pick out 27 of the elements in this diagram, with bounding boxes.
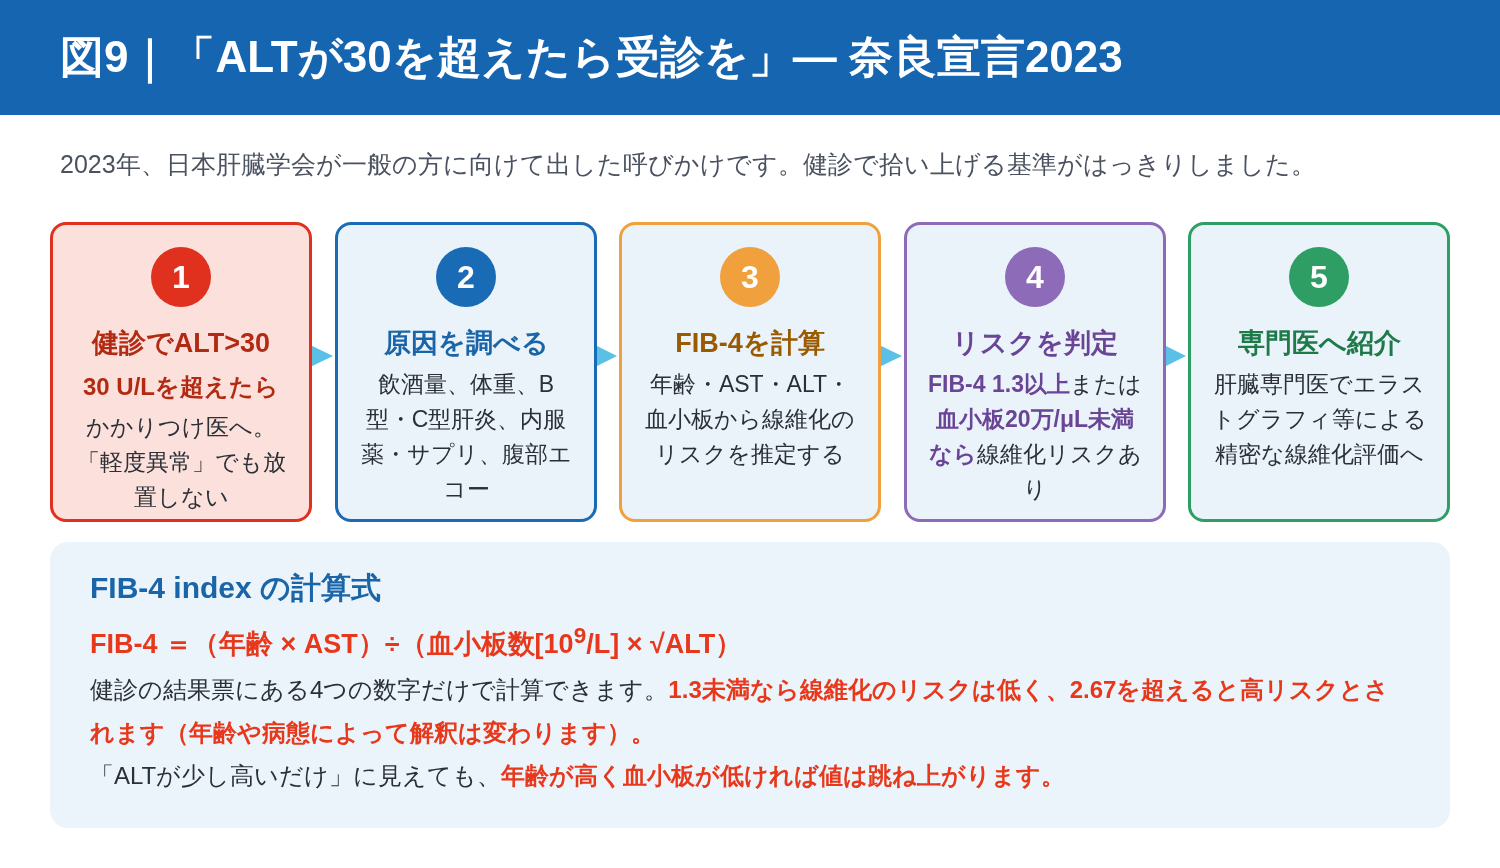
title: 図9｜「ALTが30を超えたら受診を」— 奈良宣言2023 [60,28,1123,87]
step-card [619,222,881,522]
step-title: 原因を調べる [382,327,550,360]
step-card [904,222,1166,522]
step-title: 健診でALT>30 [90,327,272,360]
step-number: 4 [1005,247,1065,307]
panel-title: FIB-4 index の計算式 [90,570,383,606]
explanation-text: 「ALTが少し高いだけ」に見えても、年齢が高く血小板が低ければ値は跳ね上がります。 [90,761,1067,791]
step-title: 専門医へ紹介 [1236,327,1402,360]
step-title: FIB-4を計算 [674,327,826,360]
step-title: リスクを判定 [951,327,1119,360]
step-description: FIB-4 1.3以上または血小板20万/μL未満なら線維化リスクあり [927,370,1143,504]
step-number: 5 [1289,247,1349,307]
explanation-text: 健診の結果票にある4つの数字だけで計算できます。1.3未満なら線維化のリスクは低く、2.67を超えると高リスクとされます（年齢や病態によって解釈は変わります）。 [90,675,1391,748]
step-description: 飲酒量、体重、B型・C型肝炎、内服薬・サプリ、腹部エコー [359,370,573,504]
step-number: 1 [151,247,211,307]
step-description: かかりつけ医へ。「軽度異常」でも放置しない [75,413,287,512]
step-card [335,222,597,522]
step-card [50,222,312,522]
step-number: 3 [720,247,780,307]
lead-text: 2023年、日本肝臓学会が一般の方に向けて出した呼びかけです。健診で拾い上げる基準がはっきりしました。 [60,149,1316,180]
formula: FIB-4 ＝（年齢 × AST）÷（血小板数[10$^{9}$/L] × √ALT） [90,623,744,661]
step-description: 肝臓専門医でエラストグラフィ等による精密な線維化評価へ [1211,370,1427,469]
step-description: 年齢・AST・ALT・血小板から線維化のリスクを推定する [644,370,856,469]
step-highlight: 30 U/Lを超えたら [82,372,280,402]
step-number: 2 [436,247,496,307]
step-card [1188,222,1450,522]
